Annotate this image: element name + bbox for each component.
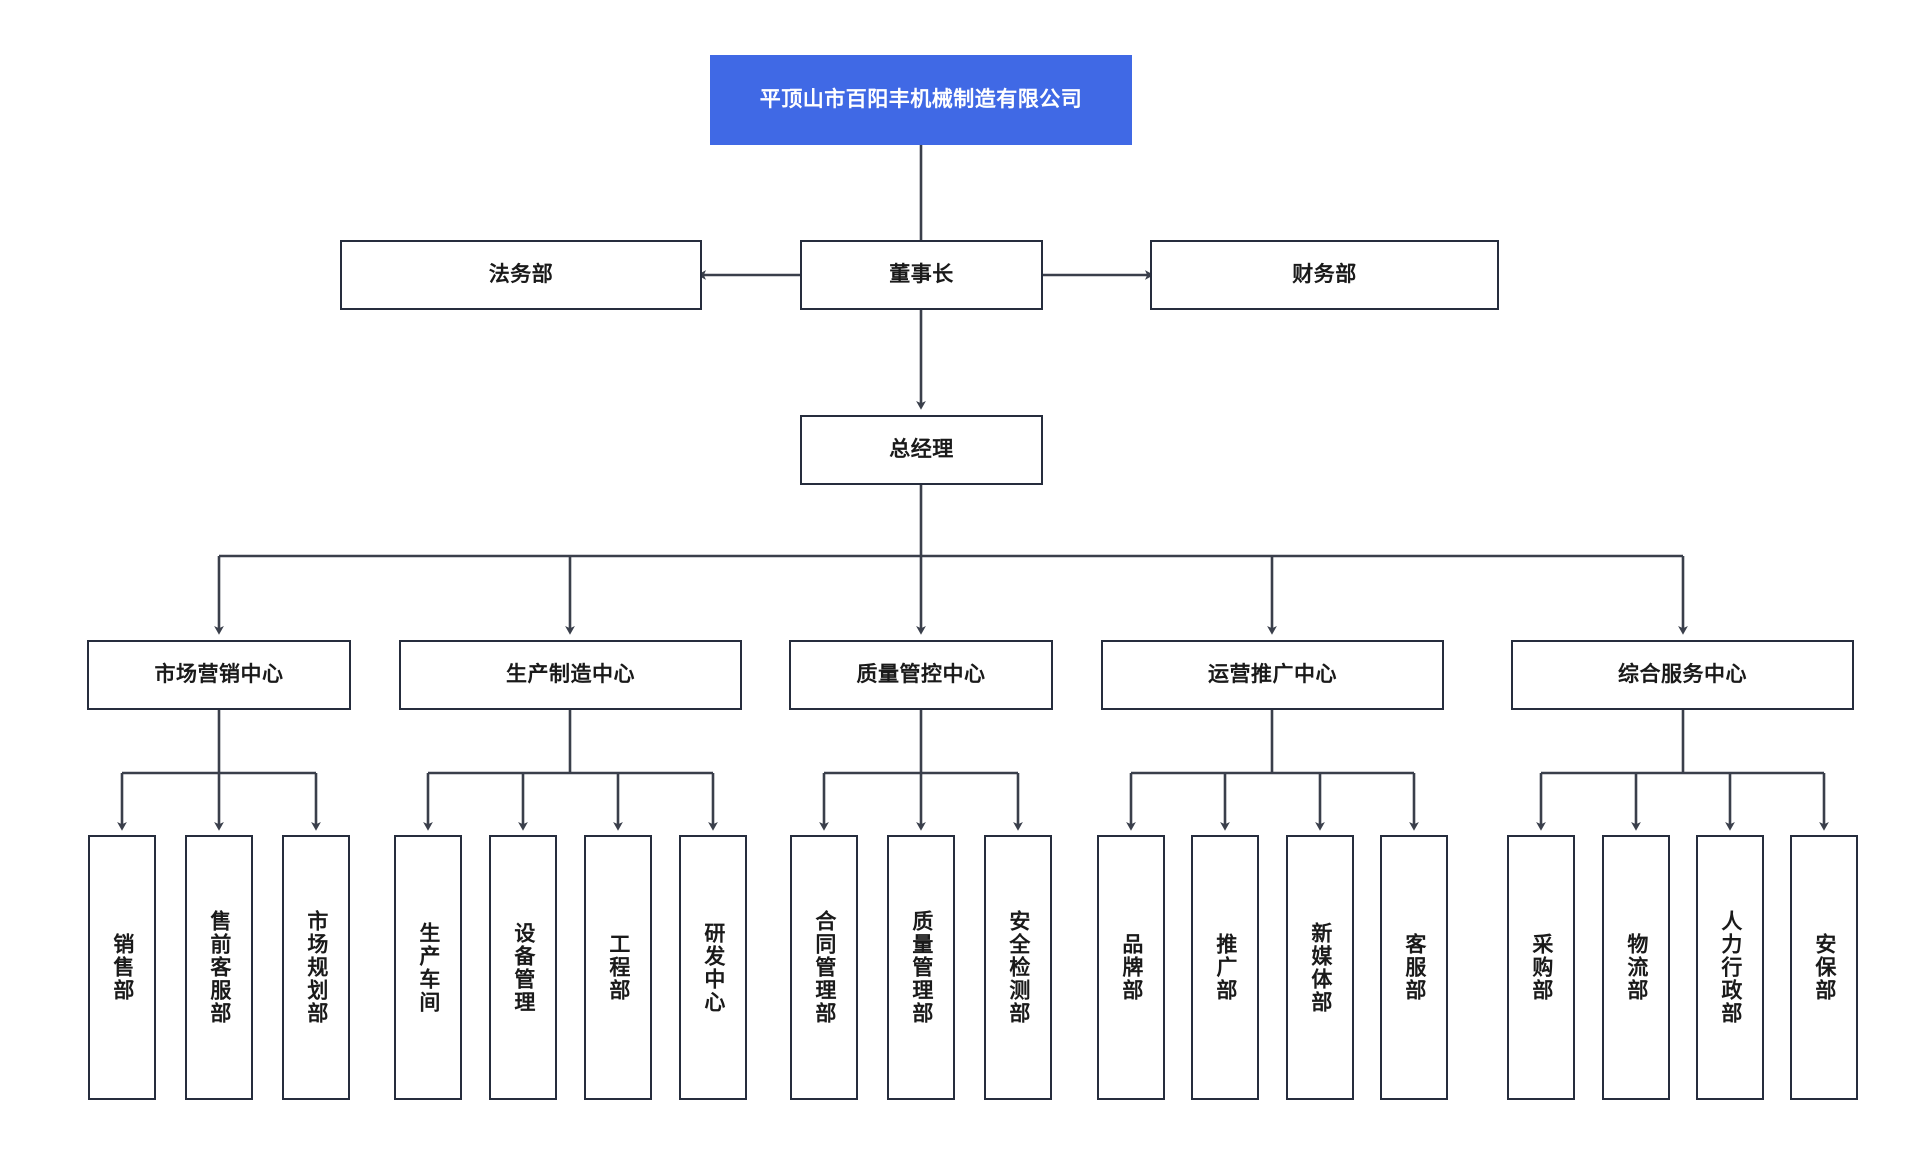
node-label: 安保部: [1812, 933, 1836, 1002]
node-dept-safety-inspection[interactable]: 安全检测部: [984, 835, 1052, 1100]
node-chairman[interactable]: 董事长: [800, 240, 1043, 310]
node-label: 运营推广中心: [1208, 663, 1337, 687]
node-center-production[interactable]: 生产制造中心: [399, 640, 742, 710]
node-dept-quality-management[interactable]: 质量管理部: [887, 835, 955, 1100]
node-label: 物流部: [1624, 933, 1648, 1002]
node-general-manager[interactable]: 总经理: [800, 415, 1043, 485]
node-label: 平顶山市百阳丰机械制造有限公司: [759, 88, 1083, 112]
node-label: 售前客服部: [207, 910, 231, 1025]
node-label: 品牌部: [1119, 933, 1143, 1002]
node-label: 设备管理: [511, 921, 535, 1014]
node-label: 董事长: [889, 263, 954, 287]
node-dept-presales-service[interactable]: 售前客服部: [185, 835, 253, 1100]
node-dept-customer-service[interactable]: 客服部: [1380, 835, 1448, 1100]
node-label: 推广部: [1213, 933, 1237, 1002]
node-dept-sales[interactable]: 销售部: [88, 835, 156, 1100]
node-dept-rnd-center[interactable]: 研发中心: [679, 835, 747, 1100]
node-label: 质量管理部: [909, 910, 933, 1025]
node-label: 客服部: [1402, 933, 1426, 1002]
node-dept-engineering[interactable]: 工程部: [584, 835, 652, 1100]
node-label: 人力行政部: [1718, 910, 1742, 1025]
node-dept-contract-management[interactable]: 合同管理部: [790, 835, 858, 1100]
node-dept-brand[interactable]: 品牌部: [1097, 835, 1165, 1100]
node-label: 销售部: [110, 933, 134, 1002]
node-dept-procurement[interactable]: 采购部: [1507, 835, 1575, 1100]
node-dept-new-media[interactable]: 新媒体部: [1286, 835, 1354, 1100]
node-center-marketing[interactable]: 市场营销中心: [87, 640, 351, 710]
node-label: 研发中心: [701, 921, 725, 1014]
node-dept-security[interactable]: 安保部: [1790, 835, 1858, 1100]
node-label: 生产车间: [416, 921, 440, 1014]
node-label: 综合服务中心: [1618, 663, 1747, 687]
node-dept-market-planning[interactable]: 市场规划部: [282, 835, 350, 1100]
node-company-root[interactable]: 平顶山市百阳丰机械制造有限公司: [710, 55, 1132, 145]
node-dept-promotion[interactable]: 推广部: [1191, 835, 1259, 1100]
node-dept-equipment-management[interactable]: 设备管理: [489, 835, 557, 1100]
node-dept-hr-admin[interactable]: 人力行政部: [1696, 835, 1764, 1100]
node-label: 质量管控中心: [856, 663, 986, 687]
node-dept-logistics[interactable]: 物流部: [1602, 835, 1670, 1100]
node-label: 合同管理部: [812, 910, 836, 1025]
node-label: 安全检测部: [1006, 910, 1030, 1025]
node-finance-department[interactable]: 财务部: [1150, 240, 1499, 310]
node-legal-department[interactable]: 法务部: [340, 240, 702, 310]
node-label: 总经理: [889, 438, 954, 462]
node-label: 法务部: [488, 263, 554, 287]
node-label: 财务部: [1292, 263, 1357, 287]
node-center-operations[interactable]: 运营推广中心: [1101, 640, 1444, 710]
node-center-quality[interactable]: 质量管控中心: [789, 640, 1053, 710]
node-label: 采购部: [1529, 933, 1553, 1002]
node-center-general-services[interactable]: 综合服务中心: [1511, 640, 1854, 710]
node-label: 新媒体部: [1308, 921, 1332, 1014]
node-label: 市场营销中心: [154, 663, 284, 687]
node-label: 生产制造中心: [506, 663, 635, 687]
node-label: 市场规划部: [304, 910, 328, 1025]
node-dept-workshop[interactable]: 生产车间: [394, 835, 462, 1100]
node-label: 工程部: [606, 933, 630, 1002]
